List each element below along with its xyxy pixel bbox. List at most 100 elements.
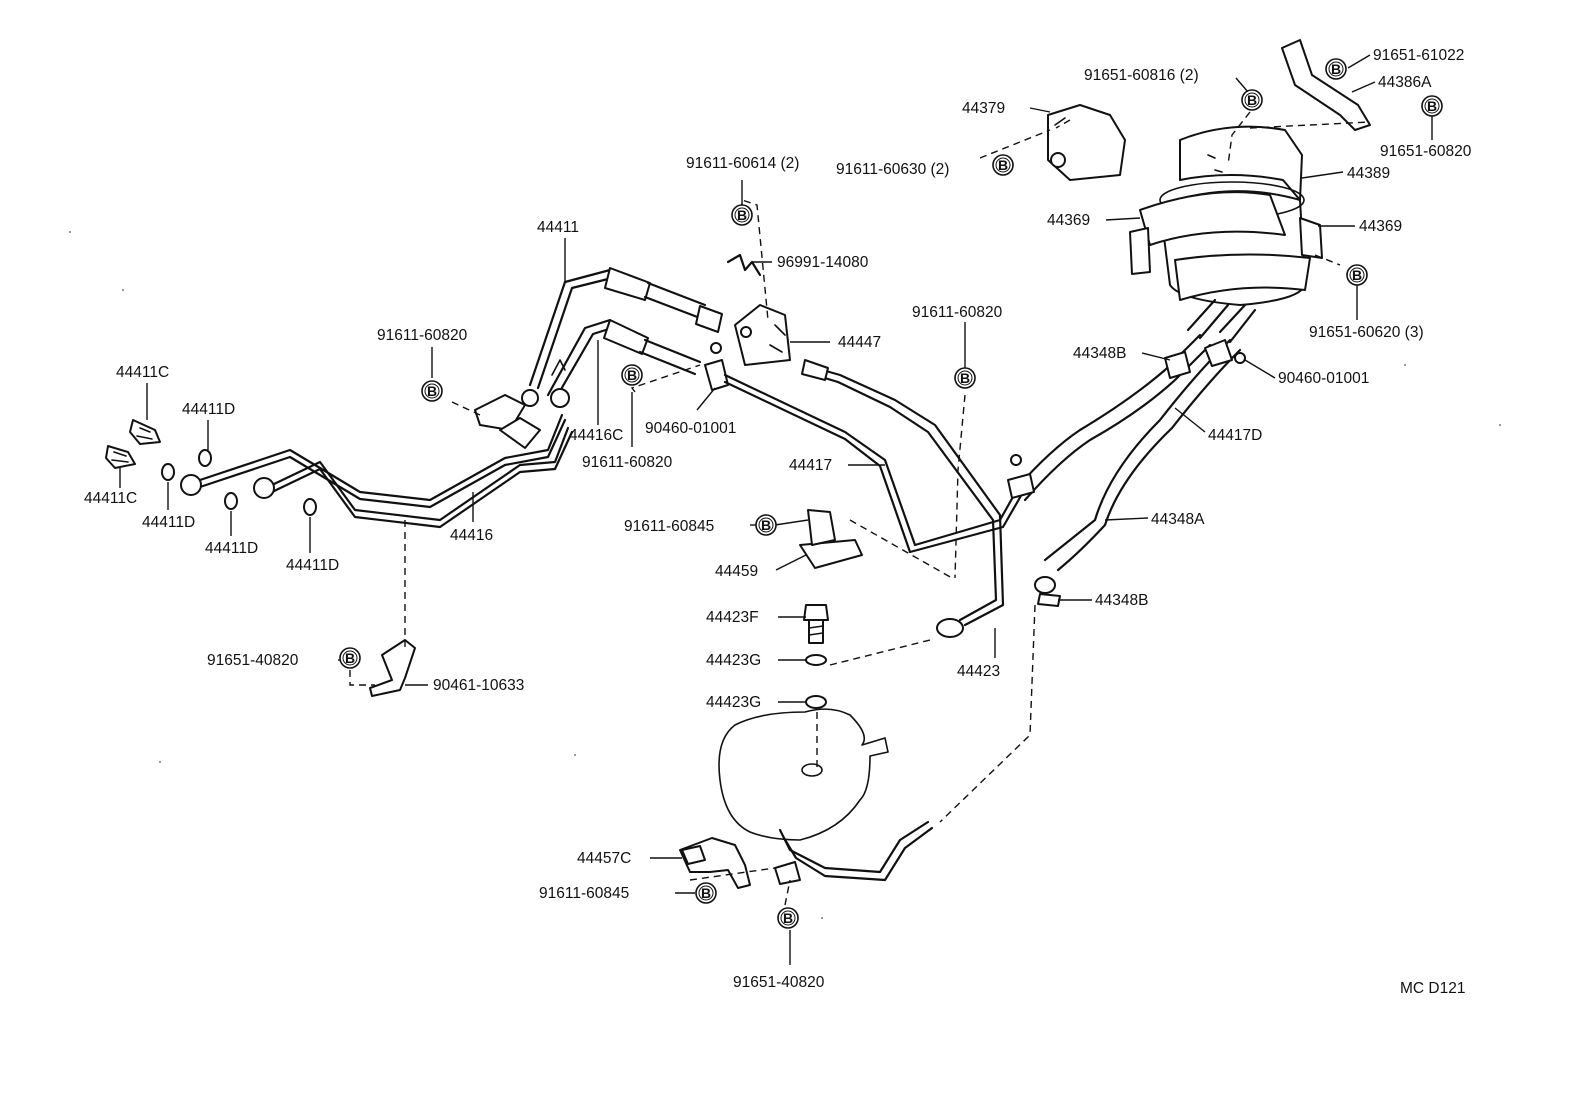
bolt-symbol-5: B	[755, 514, 777, 536]
label-44411: 44411	[537, 219, 579, 236]
part-labels: 44411C 44411D 44411C 44411D 44411D 44411…	[84, 47, 1472, 997]
label-91611-60630: 91611-60630 (2)	[836, 161, 949, 178]
label-44423G-bottom: 44423G	[706, 694, 761, 711]
union-bolts-44411C	[105, 419, 161, 469]
label-91611-60820-right: 91611-60820	[912, 304, 1003, 321]
band-44389	[1179, 125, 1303, 201]
label-91611-60845-bottom: 91611-60845	[539, 885, 629, 902]
clamp-90460-01001-left	[704, 342, 729, 391]
bracket-90461-10633	[369, 639, 416, 697]
label-91611-60614: 91611-60614 (2)	[686, 155, 799, 172]
label-44423F: 44423F	[706, 609, 759, 626]
clamp-44459	[799, 509, 863, 569]
bolt-symbol-3: B	[731, 204, 753, 226]
bolt-symbol-4: B	[954, 367, 976, 389]
label-44423G-top: 44423G	[706, 652, 761, 669]
label-44416: 44416	[450, 527, 493, 544]
bolt-symbol-2: B	[621, 364, 643, 386]
label-44447: 44447	[838, 334, 881, 351]
label-91611-60820-mid: 91611-60820	[582, 454, 673, 471]
hose-44411	[528, 267, 723, 400]
clamp-44416C	[521, 359, 570, 408]
label-44417D: 44417D	[1208, 427, 1262, 444]
flare-nut-left	[180, 474, 275, 499]
label-44423: 44423	[957, 663, 1000, 680]
label-44411C-bottom: 44411C	[84, 490, 137, 507]
union-right	[1007, 454, 1035, 499]
label-44411D-top: 44411D	[182, 401, 235, 418]
washer-44423G	[805, 654, 827, 709]
gaskets-44411D	[161, 449, 317, 516]
label-44411C-top: 44411C	[116, 364, 169, 381]
label-44416C: 44416C	[569, 427, 623, 444]
svg-text:B: B	[345, 650, 355, 666]
label-91651-60816: 91651-60816 (2)	[1084, 67, 1199, 84]
bolt-44423F	[803, 604, 829, 644]
pipe-44417	[723, 373, 1024, 554]
clamp-90460-01001-right	[1204, 339, 1246, 367]
leader-lines	[119, 54, 1433, 965]
label-91651-40820-left: 91651-40820	[207, 652, 299, 669]
band-44369	[1129, 191, 1323, 301]
svg-text:B: B	[998, 157, 1008, 173]
label-44369-right: 44369	[1359, 218, 1402, 235]
bolt-symbol-1: B	[421, 380, 443, 402]
bolt-symbol-13: B	[1346, 264, 1368, 286]
label-44348A: 44348A	[1151, 511, 1205, 528]
footer-code: MC D121	[1400, 980, 1465, 997]
hose-clamps-44348B	[1034, 351, 1191, 607]
label-91651-60620: 91651-60620 (3)	[1309, 324, 1424, 341]
bracket-44379	[1047, 104, 1126, 181]
bolt-symbol-8: B	[777, 907, 799, 929]
pipe-44416	[198, 413, 574, 529]
label-44457C: 44457C	[577, 850, 631, 867]
hose-44417D	[1013, 298, 1230, 502]
label-44379: 44379	[962, 100, 1005, 117]
label-44348B-top: 44348B	[1073, 345, 1126, 362]
bracket-left-91611	[474, 394, 541, 449]
label-91611-60820-left: 91611-60820	[377, 327, 468, 344]
svg-text:B: B	[701, 885, 711, 901]
label-91651-61022: 91651-61022	[1373, 47, 1464, 64]
label-90461-10633: 90461-10633	[433, 677, 524, 694]
steering-gear-housing	[718, 708, 889, 841]
label-44369-left: 44369	[1047, 212, 1090, 229]
label-44411D-right: 44411D	[286, 557, 339, 574]
bolt-symbol-9: B	[992, 154, 1014, 176]
svg-text:B: B	[737, 207, 747, 223]
scan-specks	[69, 231, 1501, 919]
bolt-symbol-7: B	[695, 882, 717, 904]
label-44348B-bottom: 44348B	[1095, 592, 1148, 609]
label-44417: 44417	[789, 457, 832, 474]
svg-text:B: B	[427, 383, 437, 399]
label-91651-40820-bottom: 91651-40820	[733, 974, 825, 991]
svg-text:B: B	[1352, 267, 1362, 283]
svg-text:B: B	[960, 370, 970, 386]
svg-text:B: B	[1247, 92, 1257, 108]
bolt-symbol-11: B	[1325, 58, 1347, 80]
label-96991-14080: 96991-14080	[777, 254, 869, 271]
bracket-44447	[734, 304, 791, 366]
bolt-symbol-12: B	[1421, 95, 1443, 117]
hose-44348A	[1043, 303, 1257, 572]
label-44411D-mid: 44411D	[205, 540, 258, 557]
bracket-44386A	[1281, 39, 1371, 131]
svg-text:B: B	[627, 367, 637, 383]
label-90460-01001-left: 90460-01001	[645, 420, 736, 437]
bolt-symbol-10: B	[1241, 89, 1263, 111]
label-91611-60845-mid: 91611-60845	[624, 518, 714, 535]
clip-96991-14080	[726, 253, 762, 277]
svg-text:B: B	[761, 517, 771, 533]
label-91651-60820: 91651-60820	[1380, 143, 1472, 160]
return-pipe-bottom	[774, 820, 934, 885]
svg-text:B: B	[783, 910, 793, 926]
dashed-guides	[349, 111, 1371, 906]
svg-text:B: B	[1331, 61, 1341, 77]
label-44389: 44389	[1347, 165, 1390, 182]
pipe-44423	[801, 359, 1005, 638]
bolt-symbol-6: B	[339, 647, 361, 669]
label-44411D-left: 44411D	[142, 514, 195, 531]
label-44386A: 44386A	[1378, 74, 1432, 91]
